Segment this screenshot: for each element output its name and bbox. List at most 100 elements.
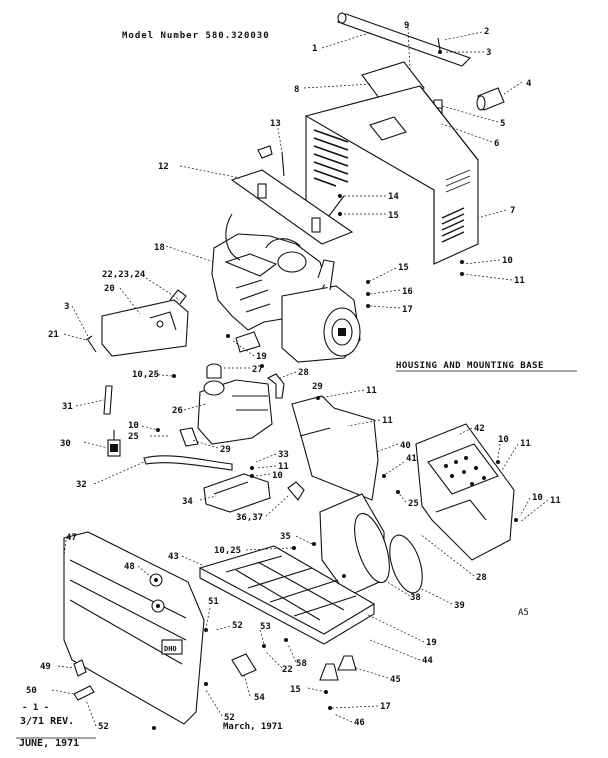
callout: 10	[272, 471, 283, 481]
part-hardware	[152, 194, 518, 730]
part-hose	[143, 455, 233, 471]
callout: 38	[410, 593, 421, 603]
callout: 49	[40, 662, 51, 672]
callout-labels: 1 2 3 4 5 6 7 8 9 10 11 12 13 14 15 15 1…	[26, 21, 561, 732]
callout: 25	[128, 432, 139, 442]
callout: 11	[366, 386, 377, 396]
callout: 17	[402, 305, 413, 315]
callout: 28	[298, 368, 309, 378]
callout: 19	[256, 352, 267, 362]
callout: 29	[312, 382, 323, 392]
callout: 39	[454, 601, 465, 611]
issue-date: March, 1971	[223, 722, 283, 732]
part-plug-49	[73, 659, 87, 677]
callout: 18	[154, 243, 165, 253]
callout: 3	[486, 48, 491, 58]
callout: 10	[502, 256, 513, 266]
part-knobs	[149, 573, 165, 613]
callout: 13	[270, 119, 281, 129]
callout: 10	[532, 493, 543, 503]
leader-lines	[51, 27, 549, 727]
part-handle-grip	[476, 87, 505, 111]
callout: 45	[390, 675, 401, 685]
callout: 36,37	[236, 513, 263, 523]
callout: 42	[474, 424, 485, 434]
svg-text:DHO: DHO	[164, 645, 177, 653]
callout: 1	[312, 44, 317, 54]
part-engine-generator	[211, 213, 361, 363]
callout: 10,25	[132, 370, 159, 380]
part-top-rail	[336, 12, 472, 67]
callout: 33	[278, 450, 289, 460]
callout: 2	[484, 27, 489, 37]
callout: 28	[476, 573, 487, 583]
callout: 44	[422, 656, 433, 666]
page-number: - 1 -	[22, 703, 49, 713]
part-fitting	[287, 481, 305, 501]
callout: 58	[296, 659, 307, 669]
callout: 9	[404, 21, 409, 31]
callout: 11	[550, 496, 561, 506]
part-inner-panel	[291, 395, 379, 501]
callout: 14	[388, 192, 399, 202]
callout: 21	[48, 330, 59, 340]
callout: 19	[426, 638, 437, 648]
callout: 32	[76, 480, 87, 490]
callout: 10,25	[214, 546, 241, 556]
part-clamp	[179, 427, 199, 447]
callout: 11	[278, 462, 289, 472]
part-cylinder-shroud	[319, 493, 390, 597]
callout: 31	[62, 402, 73, 412]
callout: 15	[388, 211, 399, 221]
part-end-panel	[415, 423, 515, 561]
callout: 15	[398, 263, 409, 273]
callout: 12	[158, 162, 169, 172]
part-housing-cover	[304, 85, 479, 265]
callout: 6	[494, 139, 499, 149]
callout: 52	[224, 713, 235, 723]
callout: 46	[354, 718, 365, 728]
callout: 11	[514, 276, 525, 286]
part-screw-21	[85, 335, 97, 353]
section-title: HOUSING AND MOUNTING BASE	[396, 361, 544, 371]
part-front-panel: DHO	[63, 531, 205, 725]
callout: 17	[380, 702, 391, 712]
callout: 10	[498, 435, 509, 445]
callout: 22,23,24	[102, 270, 146, 280]
callout: 10	[128, 421, 139, 431]
callout: 25	[408, 499, 419, 509]
callout: 5	[500, 119, 505, 129]
callout: 54	[254, 693, 265, 703]
part-mounting-bracket	[230, 145, 354, 245]
callout: 20	[104, 284, 115, 294]
callout: 15	[290, 685, 301, 695]
callout: 3	[64, 302, 69, 312]
callout: 52	[232, 621, 243, 631]
callout: 50	[26, 686, 37, 696]
callout: 30	[60, 439, 71, 449]
callout: 40	[400, 441, 411, 451]
part-ring	[389, 534, 423, 594]
callout: 26	[172, 406, 183, 416]
part-grommets	[319, 655, 357, 681]
callout: 51	[208, 597, 219, 607]
part-fuel-tank	[197, 363, 273, 445]
callout: 52	[98, 722, 109, 732]
part-control-plate	[101, 289, 189, 357]
part-latch	[231, 653, 257, 677]
callout: 48	[124, 562, 135, 572]
revision-date: JUNE, 1971	[19, 738, 79, 749]
callout: 43	[168, 552, 179, 562]
callout: 11	[520, 439, 531, 449]
callout: 35	[280, 532, 291, 542]
part-plug-50	[73, 685, 95, 701]
callout: 4	[526, 79, 532, 89]
callout: 11	[382, 416, 393, 426]
model-number: Model Number 580.320030	[122, 31, 270, 41]
revision-label: 3/71 REV.	[20, 716, 74, 727]
callout: 34	[182, 497, 193, 507]
callout: 27	[252, 365, 263, 375]
callout: 29	[220, 445, 231, 455]
callout: 22	[282, 665, 293, 675]
